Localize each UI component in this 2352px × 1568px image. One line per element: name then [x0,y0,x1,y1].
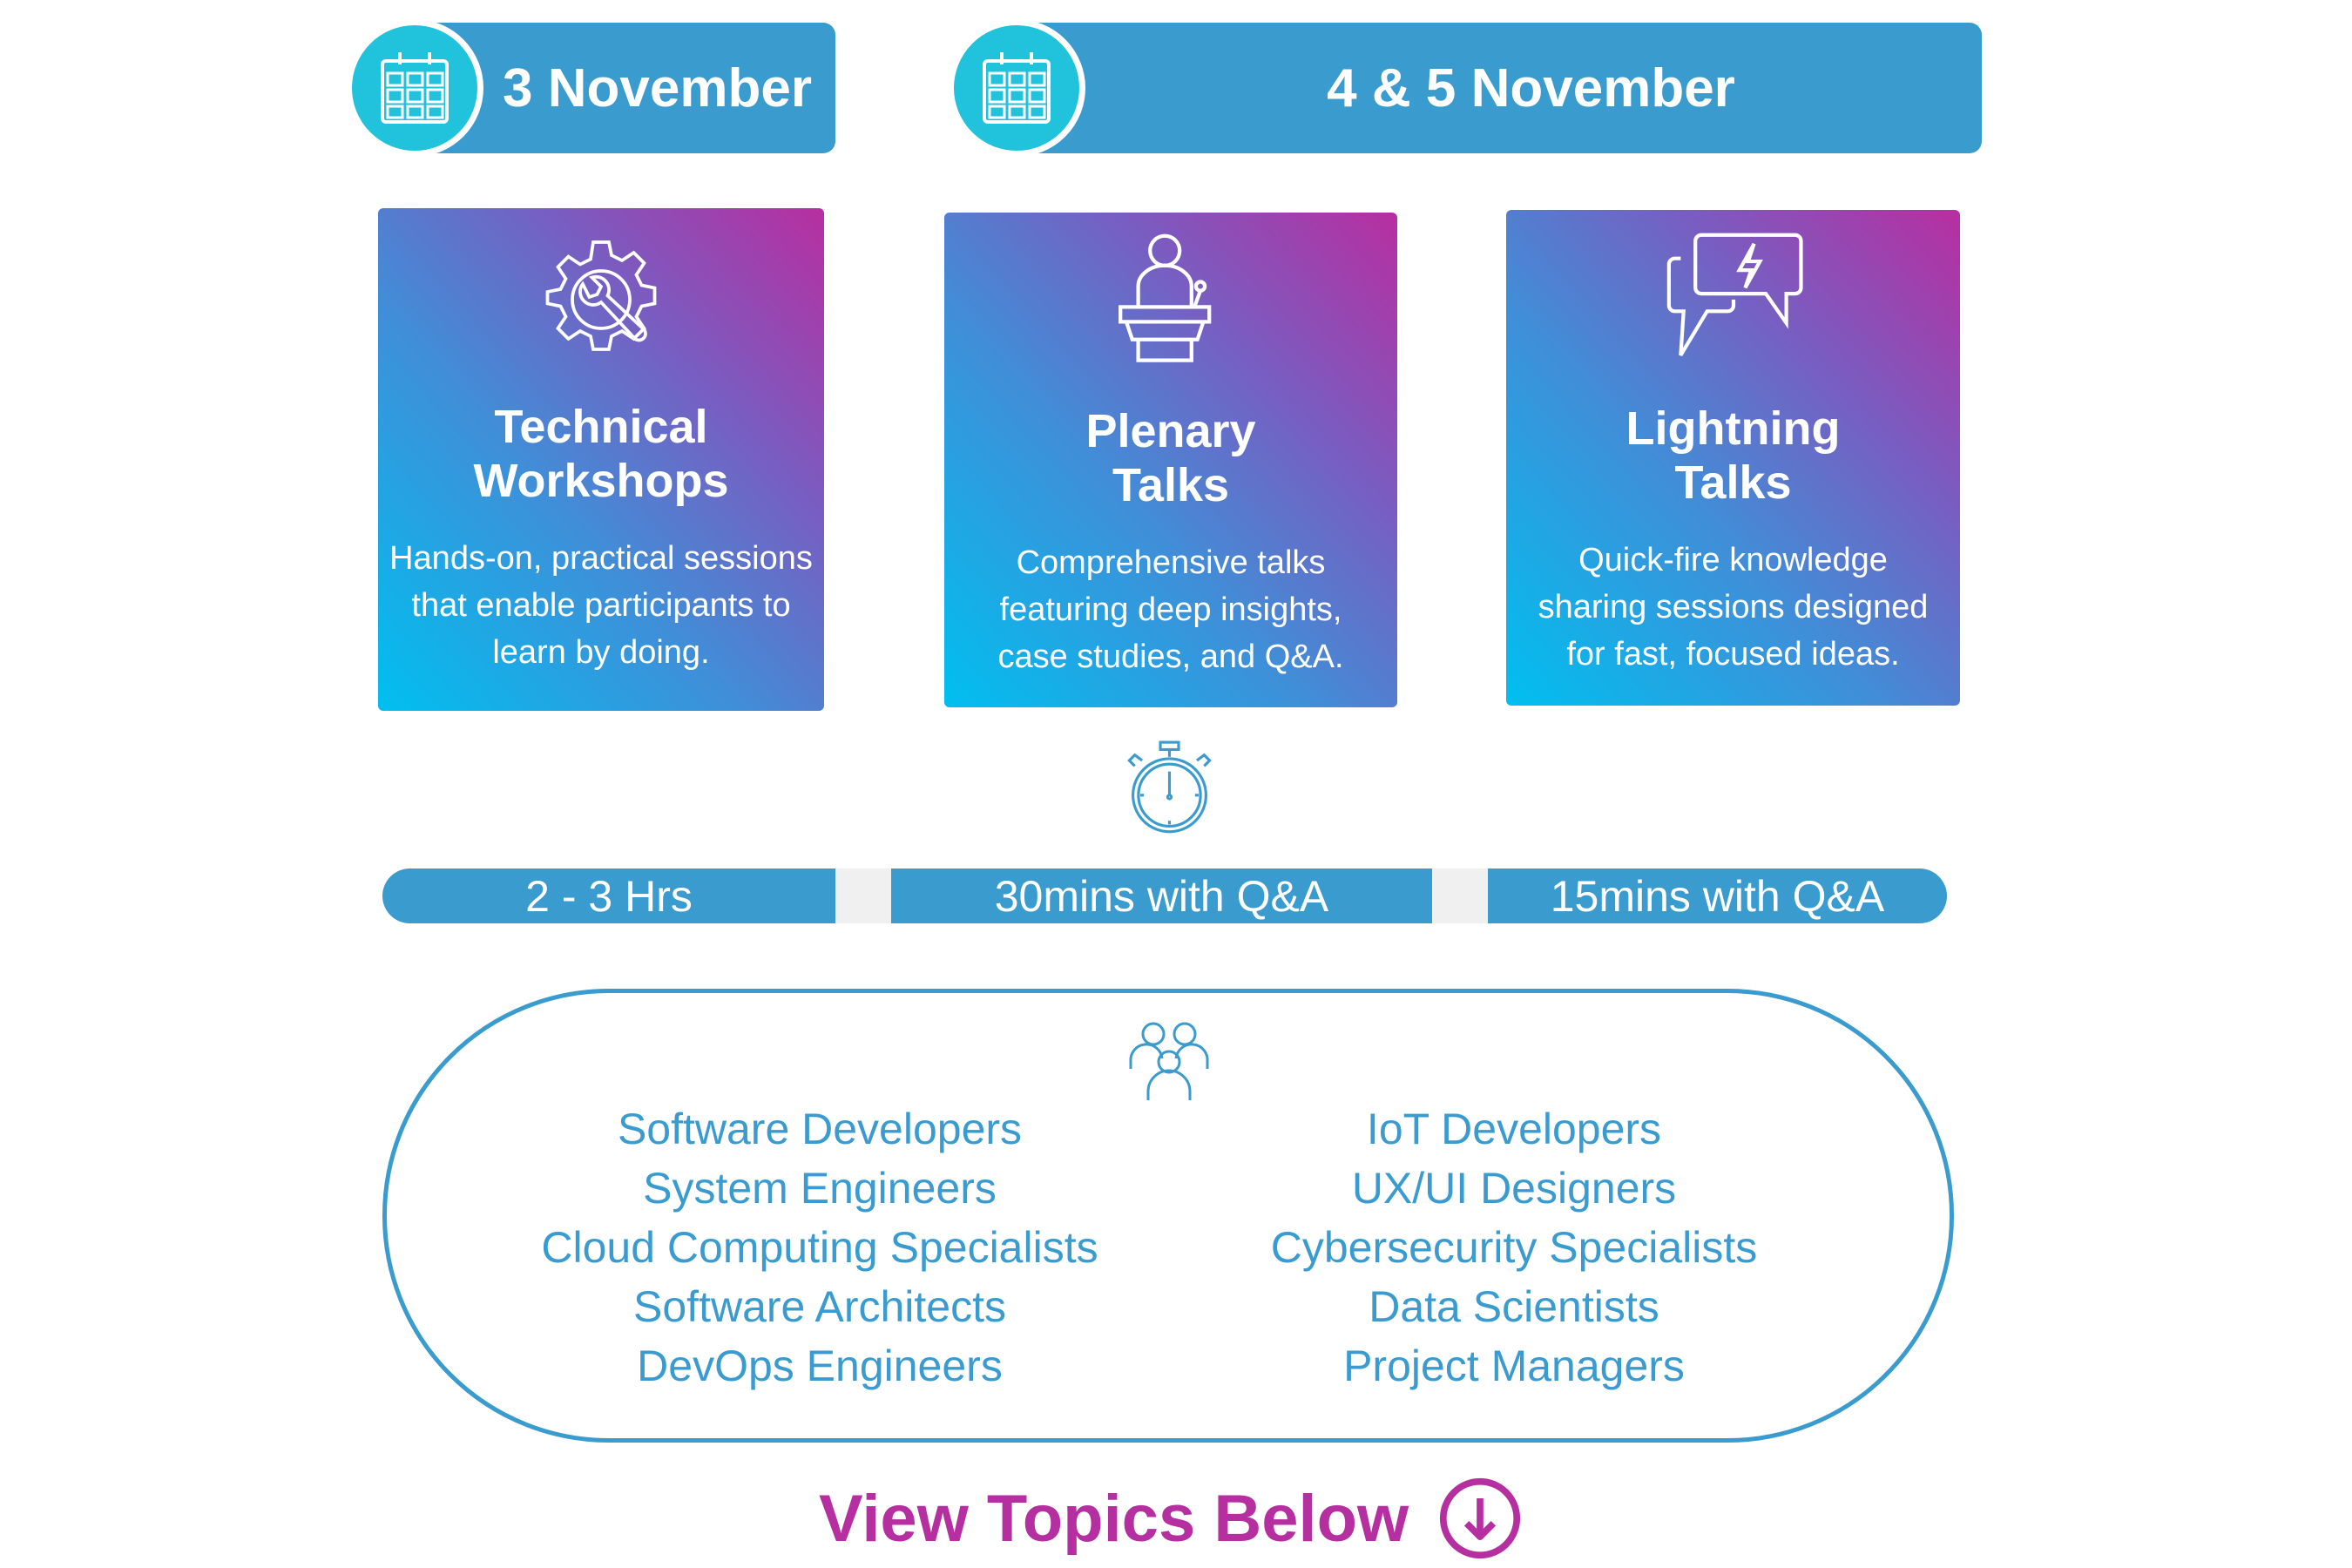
duration-workshops: 2 - 3 Hrs [382,868,835,923]
card-desc-line: that enable participants to [411,587,791,624]
audience-item: IoT Developers [1366,1105,1662,1153]
date-label: 4 & 5 November [1327,57,1735,118]
date-label: 3 November [503,57,812,118]
audience-item: DevOps Engineers [637,1342,1003,1390]
calendar-icon [346,19,483,157]
audience-list-right: IoT Developers UX/UI Designers Cybersecu… [1166,1099,1862,1396]
duration-label: 30mins with Q&A [994,871,1329,921]
card-desc-line: Hands-on, practical sessions [389,540,813,577]
audience-panel [382,989,1954,1443]
audience-item: Data Scientists [1369,1282,1659,1331]
duration-label: 2 - 3 Hrs [525,871,693,921]
audience-item: Project Managers [1343,1342,1685,1390]
card-title-line2: Talks [1674,456,1792,509]
date-banner-nov-4-5: 4 & 5 November [1010,23,1982,153]
duration-label: 15mins with Q&A [1550,871,1885,921]
view-topics-link[interactable]: View Topics Below [819,1477,1522,1560]
people-group-icon [1125,1015,1213,1106]
arrow-down-circle-icon[interactable] [1438,1477,1522,1560]
speaker-podium-icon [1097,230,1245,382]
duration-divider [835,868,891,923]
card-title-line1: Technical [494,401,708,453]
audience-item: Cloud Computing Specialists [541,1223,1098,1272]
chat-lightning-icon [1659,229,1808,373]
card-desc-line: Comprehensive talks [1016,544,1326,581]
card-desc-line: Quick-fire knowledge [1578,542,1888,578]
card-desc-line: learn by doing. [492,634,710,671]
calendar-icon [948,19,1085,157]
card-desc-line: sharing sessions designed [1538,589,1929,625]
audience-item: UX/UI Designers [1351,1164,1677,1213]
card-title-line1: Lightning [1625,402,1841,455]
audience-item: System Engineers [643,1164,997,1213]
audience-list-left: Software Developers System Engineers Clo… [471,1099,1168,1396]
audience-item: Cybersecurity Specialists [1270,1223,1758,1272]
duration-plenary: 30mins with Q&A [891,868,1432,923]
view-topics-label[interactable]: View Topics Below [819,1481,1409,1556]
stopwatch-icon [1124,740,1215,841]
card-desc-line: featuring deep insights, [999,591,1342,628]
card-title-line2: Talks [1112,459,1230,511]
card-title-line1: Plenary [1085,405,1256,457]
duration-divider [1432,868,1488,923]
duration-lightning: 15mins with Q&A [1488,868,1947,923]
audience-item: Software Architects [633,1282,1006,1331]
audience-item: Software Developers [617,1105,1023,1153]
card-desc-line: case studies, and Q&A. [997,639,1344,675]
card-desc-line: for fast, focused ideas. [1566,636,1900,672]
gear-wrench-icon [536,234,666,369]
card-title-line2: Workshops [473,455,729,507]
